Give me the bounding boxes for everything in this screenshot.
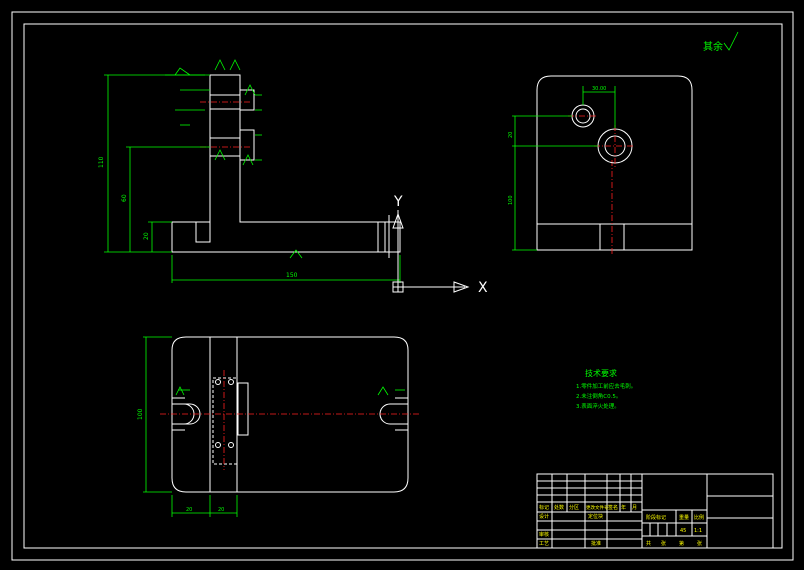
- svg-text:处数: 处数: [554, 504, 564, 511]
- svg-text:标记: 标记: [539, 504, 549, 511]
- inner-border: [23, 23, 783, 549]
- svg-text:20: 20: [143, 232, 150, 240]
- svg-text:110: 110: [98, 156, 105, 168]
- svg-text:张: 张: [661, 540, 666, 547]
- svg-text:比例: 比例: [694, 514, 704, 521]
- svg-text:45: 45: [680, 528, 686, 534]
- svg-text:150: 150: [286, 272, 298, 279]
- svg-text:阶段标记: 阶段标记: [646, 514, 666, 521]
- svg-text:100: 100: [137, 408, 144, 420]
- front-view: 110 60 20 150: [98, 59, 401, 283]
- svg-text:技术要求: 技术要求: [585, 368, 617, 378]
- svg-text:更改文件号: 更改文件号: [586, 504, 609, 511]
- svg-text:1.零件加工前应去毛刺。: 1.零件加工前应去毛刺。: [576, 382, 636, 390]
- tech-requirements: 技术要求 1.零件加工前应去毛刺。 2.未注倒角C0.5。 3.表面淬火处理。: [576, 368, 636, 410]
- svg-text:共: 共: [646, 540, 651, 547]
- svg-text:其余: 其余: [703, 40, 723, 53]
- svg-text:批准: 批准: [591, 540, 601, 547]
- svg-text:重量: 重量: [679, 514, 689, 521]
- svg-text:签名: 签名: [608, 504, 618, 511]
- svg-text:20: 20: [508, 132, 514, 138]
- ucs-axis: Y X: [392, 194, 488, 296]
- svg-text:张: 张: [697, 540, 702, 547]
- svg-text:分区: 分区: [569, 504, 579, 511]
- svg-text:1:1: 1:1: [694, 528, 702, 534]
- title-block: 标记 处数 分区 更改文件号 签名 年 月 设计 审核 工艺 批准 阶段标记 重…: [536, 473, 774, 549]
- svg-text:定位块: 定位块: [588, 513, 603, 520]
- svg-text:3.表面淬火处理。: 3.表面淬火处理。: [576, 402, 620, 410]
- svg-text:60: 60: [121, 194, 128, 202]
- outer-border: [11, 11, 794, 561]
- svg-text:审核: 审核: [539, 531, 549, 538]
- svg-text:100: 100: [508, 195, 514, 205]
- svg-text:X: X: [478, 280, 488, 296]
- side-view: 30.00 20 100: [508, 75, 693, 255]
- svg-text:第: 第: [679, 540, 684, 547]
- svg-text:月: 月: [632, 505, 637, 511]
- svg-text:20: 20: [186, 507, 192, 513]
- svg-text:年: 年: [621, 504, 626, 511]
- top-view: 100 20 20: [137, 336, 420, 517]
- roughness-note: 其余: [703, 31, 739, 53]
- svg-text:20: 20: [218, 507, 224, 513]
- svg-text:30.00: 30.00: [592, 86, 606, 92]
- svg-text:2.未注倒角C0.5。: 2.未注倒角C0.5。: [576, 392, 621, 400]
- svg-text:设计: 设计: [539, 513, 549, 520]
- svg-text:Y: Y: [393, 194, 403, 210]
- svg-text:工艺: 工艺: [539, 541, 549, 547]
